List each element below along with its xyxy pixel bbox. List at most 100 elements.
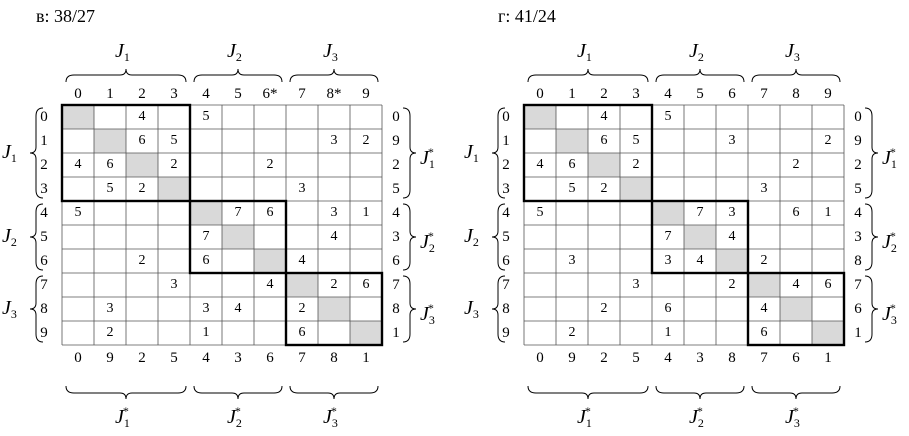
matrix-cell-value: 6 <box>600 133 608 148</box>
bottom-label: 1 <box>824 350 832 366</box>
group-letter: J <box>115 40 124 62</box>
row-label: 1 <box>40 133 48 149</box>
group-label-top: J2 <box>227 40 242 68</box>
bottom-brace <box>289 385 379 400</box>
col-label: 1 <box>568 86 576 102</box>
group-label-top: J1 <box>115 40 130 68</box>
right-label: 6 <box>392 253 400 269</box>
matrix-cell-value: 1 <box>824 205 832 220</box>
matrix-cell-value: 2 <box>568 325 576 340</box>
diagonal-cell <box>716 249 748 273</box>
left-brace <box>29 275 44 343</box>
col-label: 2 <box>600 86 608 102</box>
bottom-label: 3 <box>234 350 242 366</box>
right-label: 5 <box>392 181 400 197</box>
group-letter: J <box>2 141 11 163</box>
bottom-label: 8 <box>330 350 338 366</box>
left-brace <box>491 275 506 343</box>
group-subscript: 2 <box>890 241 897 255</box>
group-letter: J <box>689 40 698 62</box>
diagonal-cell <box>812 321 844 345</box>
right-label: 0 <box>392 109 400 125</box>
row-label: 5 <box>502 229 510 245</box>
group-star: * <box>889 229 896 243</box>
diagonal-cell <box>620 177 652 201</box>
diagonal-cell <box>652 201 684 225</box>
group-star: * <box>122 404 129 418</box>
matrix-cell-value: 2 <box>170 157 178 172</box>
matrix-cell-value: 2 <box>362 133 370 148</box>
right-brace <box>864 275 879 343</box>
matrix-cell-value: 6 <box>362 277 370 292</box>
bottom-label: 7 <box>760 350 768 366</box>
group-star: * <box>584 404 591 418</box>
matrix-cell-value: 1 <box>362 205 370 220</box>
right-label: 1 <box>854 325 862 341</box>
matrix-cell-value: 2 <box>330 277 338 292</box>
group-subscript: 2 <box>697 416 704 430</box>
matrix-cell-value: 2 <box>824 133 832 148</box>
col-label: 7 <box>760 86 768 102</box>
row-label: 6 <box>40 253 48 269</box>
matrix-cell-value: 6 <box>664 301 672 316</box>
block-border <box>650 199 750 275</box>
right-label: 1 <box>392 325 400 341</box>
group-letter: J <box>227 40 236 62</box>
group-label-left: J1 <box>2 141 17 169</box>
group-subscript: 2 <box>10 235 17 249</box>
group-subscript: 3 <box>10 307 17 321</box>
matrix-cell-value: 5 <box>202 109 210 124</box>
bottom-label: 5 <box>632 350 640 366</box>
right-label: 8 <box>392 301 400 317</box>
right-label: 8 <box>854 253 862 269</box>
row-label: 2 <box>40 157 48 173</box>
group-star: * <box>889 145 896 159</box>
panel-title: в: 38/27 <box>36 6 96 26</box>
col-label: 9 <box>824 86 832 102</box>
group-subscript: 1 <box>123 416 130 430</box>
right-label: 7 <box>392 277 400 293</box>
bottom-brace <box>751 385 841 400</box>
matrix-cell-value: 4 <box>696 253 704 268</box>
right-brace <box>864 203 879 271</box>
right-brace <box>402 203 417 271</box>
group-letter: J <box>115 406 124 428</box>
col-label: 5 <box>234 86 242 102</box>
group-subscript: 1 <box>585 416 592 430</box>
group-star: * <box>792 404 799 418</box>
row-label: 8 <box>40 301 48 317</box>
row-label: 0 <box>502 109 510 125</box>
group-letter: J <box>323 40 332 62</box>
group-subscript: 3 <box>428 313 435 327</box>
matrix-cell-value: 4 <box>728 229 736 244</box>
matrix-cell-value: 5 <box>632 133 640 148</box>
group-subscript: 3 <box>793 50 800 64</box>
matrix-cell-value: 5 <box>170 133 178 148</box>
group-letter: J <box>577 406 586 428</box>
matrix-cell-value: 2 <box>600 301 608 316</box>
matrix-cell-value: 5 <box>536 205 544 220</box>
group-letter: J <box>785 406 794 428</box>
bottom-label: 6 <box>792 350 800 366</box>
group-letter: J <box>2 225 11 247</box>
col-label: 3 <box>170 86 178 102</box>
matrix-cell-value: 3 <box>728 133 736 148</box>
row-label: 7 <box>40 277 48 293</box>
matrix-cell-value: 3 <box>760 181 768 196</box>
col-label: 8* <box>326 86 342 102</box>
right-label: 6 <box>854 301 862 317</box>
block-border <box>284 271 384 347</box>
group-label-bottom: J2* <box>227 400 242 434</box>
col-label: 0 <box>74 86 82 102</box>
group-subscript: 1 <box>890 157 897 171</box>
col-label: 4 <box>664 86 672 102</box>
diagonal-cell <box>748 273 780 297</box>
group-subscript: 3 <box>890 313 897 327</box>
matrix-cell-value: 7 <box>234 205 242 220</box>
right-brace <box>402 107 417 199</box>
matrix-cell-value: 2 <box>298 301 306 316</box>
group-label-bottom: J1* <box>577 400 592 434</box>
group-label-right: J1* <box>420 141 435 175</box>
matrix-cell-value: 2 <box>760 253 768 268</box>
matrix-cell-value: 4 <box>792 277 800 292</box>
